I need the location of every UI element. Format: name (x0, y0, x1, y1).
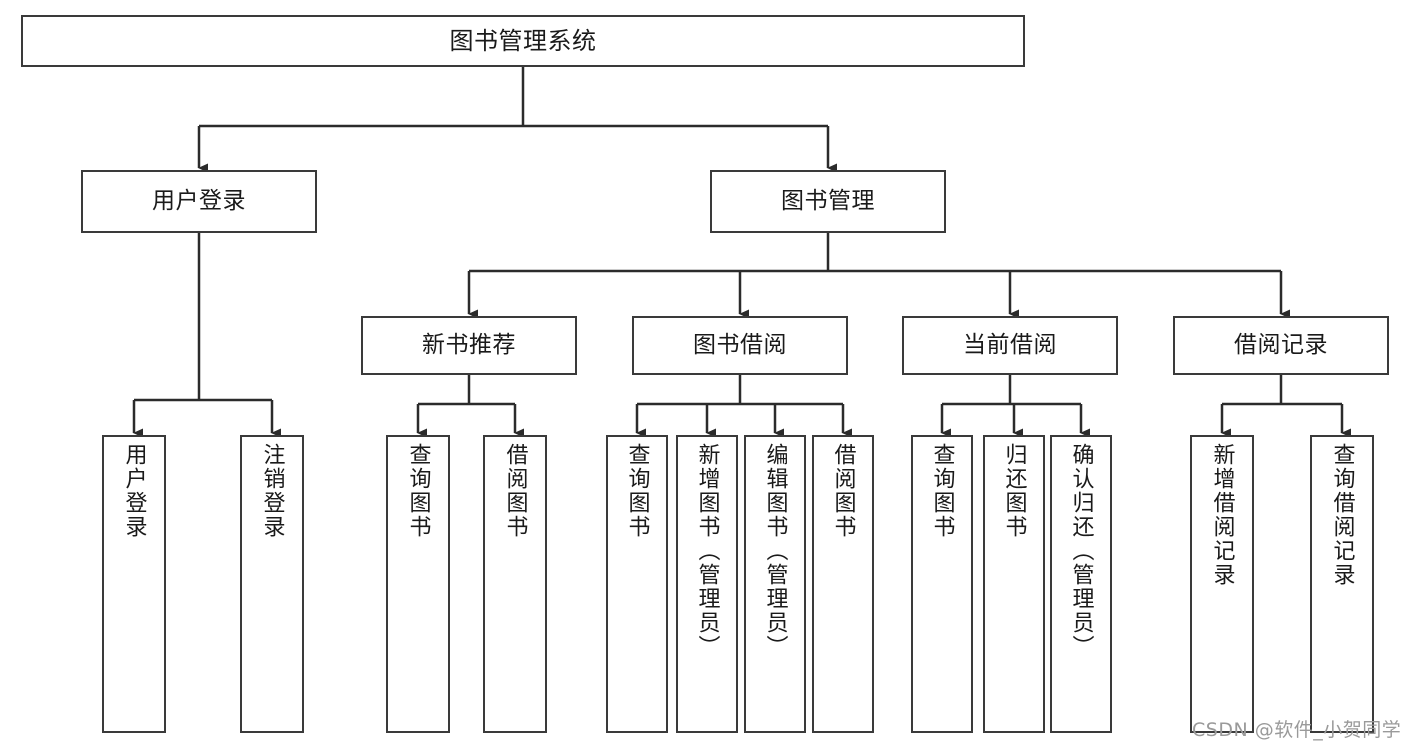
node-label: 新书推荐 (422, 331, 516, 358)
node-label: 注销登录 (259, 443, 285, 539)
node-book-borrow[interactable]: 图书借阅 (632, 316, 848, 375)
node-leaf-add-rec[interactable]: 新增借阅记录 (1190, 435, 1254, 733)
node-root[interactable]: 图书管理系统 (21, 15, 1025, 67)
node-leaf-add-book[interactable]: 新增图书（管理员） (676, 435, 738, 733)
node-label: 查询图书 (624, 443, 650, 539)
node-book-manage[interactable]: 图书管理 (710, 170, 946, 233)
node-leaf-borrow-1[interactable]: 借阅图书 (483, 435, 547, 733)
node-label: 查询图书 (929, 443, 955, 539)
node-label: 借阅记录 (1234, 331, 1328, 358)
node-leaf-query-1[interactable]: 查询图书 (386, 435, 450, 733)
node-leaf-return[interactable]: 归还图书 (983, 435, 1045, 733)
node-label: 查询借阅记录 (1329, 443, 1355, 587)
node-label: 用户登录 (121, 443, 147, 539)
node-label: 当前借阅 (963, 331, 1057, 358)
node-loan-record[interactable]: 借阅记录 (1173, 316, 1389, 375)
node-label: 新增图书（管理员） (694, 443, 720, 659)
watermark-label: CSDN @软件_小贺同学 (1192, 719, 1402, 741)
node-label: 借阅图书 (502, 443, 528, 539)
node-new-book-rec[interactable]: 新书推荐 (361, 316, 577, 375)
node-leaf-edit-book[interactable]: 编辑图书（管理员） (744, 435, 806, 733)
node-leaf-query-2[interactable]: 查询图书 (606, 435, 668, 733)
node-label: 图书管理系统 (449, 26, 597, 55)
node-current-loan[interactable]: 当前借阅 (902, 316, 1118, 375)
node-label: 查询图书 (405, 443, 431, 539)
node-leaf-query-3[interactable]: 查询图书 (911, 435, 973, 733)
node-user-login[interactable]: 用户登录 (81, 170, 317, 233)
node-label: 图书借阅 (693, 331, 787, 358)
node-leaf-borrow-2[interactable]: 借阅图书 (812, 435, 874, 733)
node-label: 归还图书 (1001, 443, 1027, 539)
node-leaf-query-rec[interactable]: 查询借阅记录 (1310, 435, 1374, 733)
node-label: 用户登录 (152, 187, 246, 214)
node-label: 确认归还（管理员） (1068, 443, 1094, 659)
node-label: 编辑图书（管理员） (762, 443, 788, 659)
node-leaf-confirm[interactable]: 确认归还（管理员） (1050, 435, 1112, 733)
node-label: 借阅图书 (830, 443, 856, 539)
node-leaf-logout[interactable]: 注销登录 (240, 435, 304, 733)
node-label: 图书管理 (781, 187, 875, 214)
node-leaf-login[interactable]: 用户登录 (102, 435, 166, 733)
node-label: 新增借阅记录 (1209, 443, 1235, 587)
